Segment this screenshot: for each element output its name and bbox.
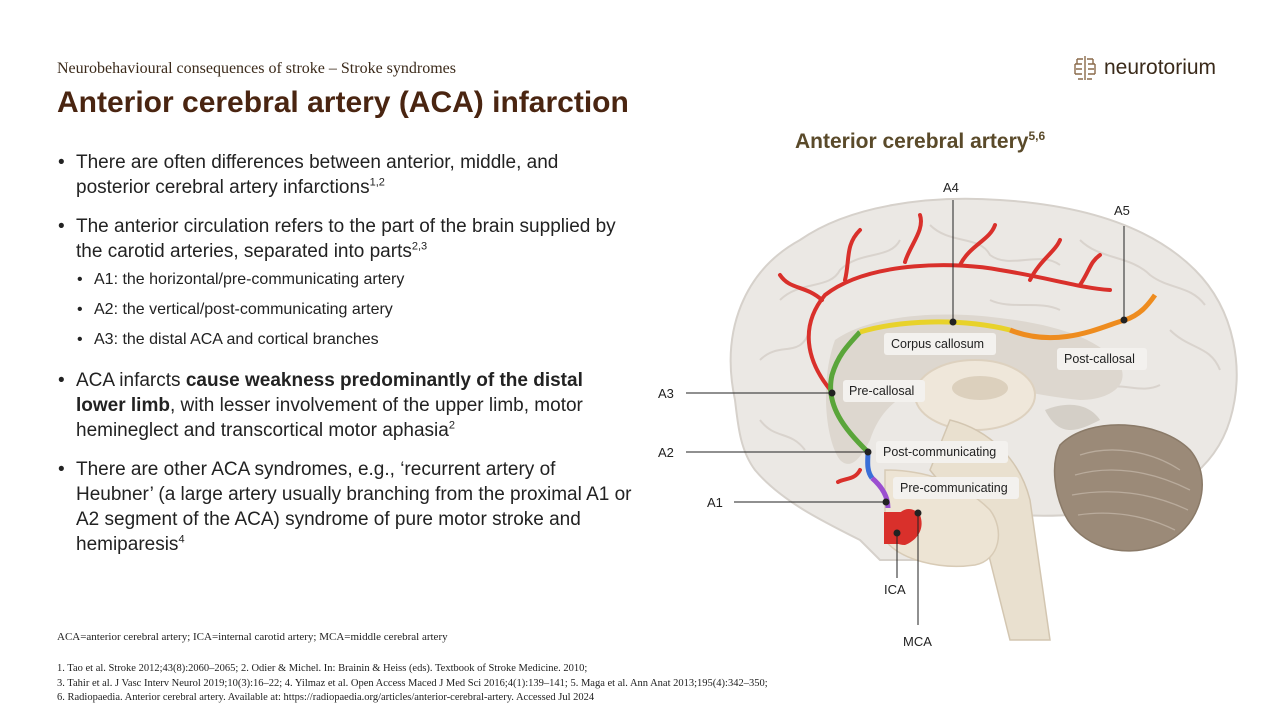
citation-sup: 4 (178, 533, 185, 546)
neurotorium-logo: neurotorium (1072, 54, 1216, 82)
citation-sup: 2,3 (411, 240, 428, 253)
reference-line: 1. Tao et al. Stroke 2012;43(8):2060–206… (57, 663, 588, 674)
bullet-item: The anterior circulation refers to the p… (57, 214, 632, 264)
label-mca: MCA (903, 634, 932, 649)
bullet-text: ACA infarcts (76, 370, 186, 391)
citation-sup: 5,6 (1028, 129, 1046, 143)
label-a3: A3 (658, 386, 674, 401)
reference-line: 3. Tahir et al. J Vasc Interv Neurol 201… (57, 677, 768, 689)
label-ica: ICA (884, 582, 906, 597)
brain-logo-icon (1074, 56, 1096, 80)
citation-sup: 1,2 (369, 176, 385, 189)
section-subtitle: Neurobehavioural consequences of stroke … (57, 60, 456, 77)
cerebellum (1053, 424, 1203, 552)
label-corpus-callosum: Corpus callosum (891, 337, 984, 351)
bullet-text: There are often differences between ante… (76, 152, 559, 198)
a4-segment (859, 319, 1011, 335)
aca-branches (778, 213, 1112, 484)
a5-segment (1009, 293, 1158, 341)
abbreviations-footnote: ACA=anterior cerebral artery; ICA=intern… (57, 631, 448, 643)
sub-bullet-item: A2: the vertical/post-communicating arte… (57, 300, 632, 320)
label-post-communicating: Post-communicating (883, 445, 996, 459)
sub-bullet-item: A1: the horizontal/pre-communicating art… (57, 270, 632, 290)
region-tags: Corpus callosum Post-callosal Pre-callos… (843, 333, 1147, 499)
leader-lines (686, 200, 1128, 625)
logo-text: neurotorium (1104, 56, 1217, 79)
bullet-item: There are often differences between ante… (57, 150, 632, 200)
diagram-title-text: Anterior cerebral artery (795, 130, 1029, 153)
bullet-text: There are other ACA syndromes, e.g., ‘re… (76, 459, 632, 555)
bullet-list: There are often differences between ante… (57, 150, 632, 571)
reference-line: 6. Radiopaedia. Anterior cerebral artery… (57, 692, 595, 703)
label-a2: A2 (658, 445, 674, 460)
page-title: Anterior cerebral artery (ACA) infarctio… (57, 86, 629, 119)
bullet-item: There are other ACA syndromes, e.g., ‘re… (57, 457, 632, 557)
label-a1: A1 (707, 495, 723, 510)
bullet-item: ACA infarcts cause weakness predominantl… (57, 368, 632, 443)
a3-segment (828, 330, 870, 454)
references: 1. Tao et al. Stroke 2012;43(8):2060–206… (57, 662, 768, 706)
label-pre-callosal: Pre-callosal (849, 384, 914, 398)
brain-artery-diagram: Corpus callosum Post-callosal Pre-callos… (658, 180, 1238, 649)
bullet-bold-text: cause weakness predominantly of the dist… (76, 370, 583, 416)
label-post-callosal: Post-callosal (1064, 352, 1135, 366)
diagram-title: Anterior cerebral artery5,6 (795, 130, 1045, 154)
label-a4: A4 (943, 180, 959, 195)
bullet-text: , with lesser involvement of the upper l… (76, 395, 583, 441)
bullet-text: The anterior circulation refers to the p… (76, 216, 616, 262)
label-a5: A5 (1114, 203, 1130, 218)
citation-sup: 2 (448, 419, 455, 432)
sub-bullet-item: A3: the distal ACA and cortical branches (57, 330, 632, 350)
label-pre-communicating: Pre-communicating (900, 481, 1008, 495)
